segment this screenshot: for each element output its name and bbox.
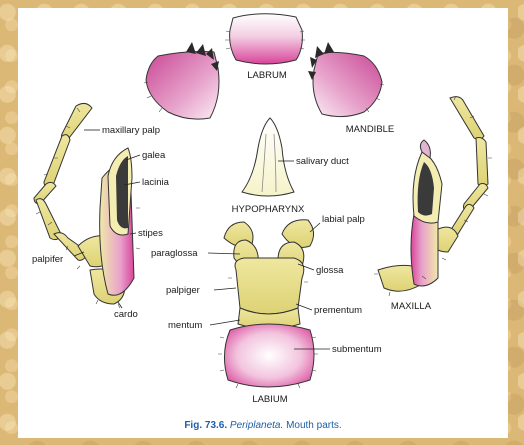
labrum-label: LABRUM [247, 70, 287, 81]
cardo-label: cardo [114, 309, 138, 320]
mouth-parts-figure: LABRUM MANDIBLE salivary duct HYPOPHARYN… [18, 8, 508, 438]
labium-shape [218, 220, 318, 388]
maxillary-palp-label: maxillary palp [102, 125, 160, 136]
mentum-label: mentum [168, 320, 202, 331]
submentum-label: submentum [332, 344, 382, 355]
labrum-shape [225, 14, 305, 64]
caption-genus: Periplaneta. [230, 420, 283, 431]
glossa-label: glossa [316, 265, 344, 276]
left-mandible-shape [144, 42, 219, 119]
mentum-leader [210, 320, 240, 325]
mouth-parts-diagram: LABRUM MANDIBLE salivary duct HYPOPHARYN… [18, 8, 508, 438]
salivary-duct-label: salivary duct [296, 156, 349, 167]
galea-label: galea [142, 150, 166, 161]
hypopharynx-shape [242, 118, 294, 196]
labial-palp-label: labial palp [322, 214, 365, 225]
hypopharynx-label: HYPOPHARYNX [232, 204, 305, 215]
lacinia-label: lacinia [142, 177, 170, 188]
palpiger-label: palpiger [166, 285, 200, 296]
labium-label: LABIUM [252, 394, 287, 405]
palpiger-leader [214, 288, 236, 290]
maxilla-label: MAXILLA [391, 301, 432, 312]
right-mandible-shape [308, 42, 384, 117]
prementum-label: prementum [314, 305, 362, 316]
paraglossa-label: paraglossa [151, 248, 198, 259]
caption-text: Mouth parts. [286, 420, 342, 431]
stipes-label: stipes [138, 228, 163, 239]
figure-caption: Fig. 73.6. Periplaneta. Mouth parts. [18, 420, 508, 431]
caption-number: Fig. 73.6. [184, 420, 227, 431]
palpifer-label: palpifer [32, 254, 63, 265]
mandible-label: MANDIBLE [346, 124, 395, 135]
